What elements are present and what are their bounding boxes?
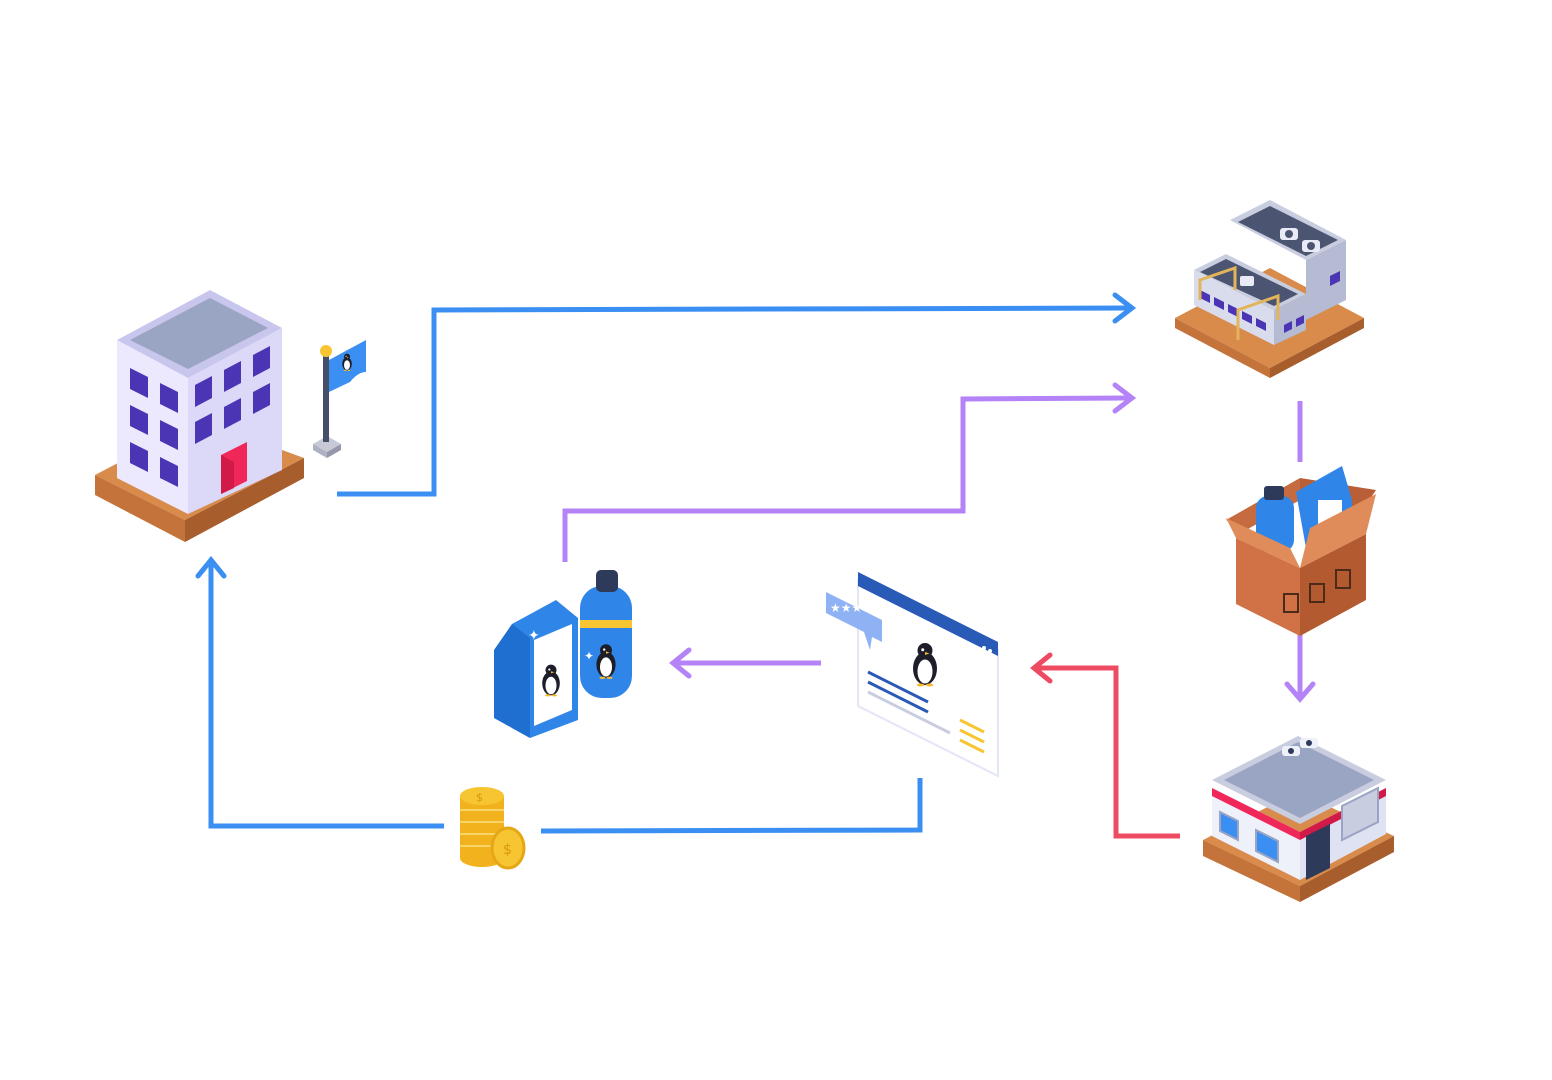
flow-store-to-webpage bbox=[1034, 665, 1180, 839]
penguin-products-icon: ✦ ✦ bbox=[494, 570, 632, 738]
flow-webpage-to-coins bbox=[540, 778, 923, 834]
office-building-icon bbox=[95, 290, 304, 542]
svg-text:$: $ bbox=[476, 791, 483, 804]
shipping-box-icon bbox=[1226, 466, 1376, 636]
svg-text:$: $ bbox=[503, 842, 512, 858]
arrowhead-factory-blue bbox=[1112, 292, 1137, 324]
coins-icon: $ $ bbox=[460, 787, 526, 870]
store-icon bbox=[1203, 736, 1394, 902]
arrowhead-products bbox=[669, 647, 692, 679]
factory-icon bbox=[1175, 200, 1364, 378]
arrowhead-factory-purple bbox=[1112, 382, 1137, 414]
arrowhead-webpage bbox=[1030, 652, 1053, 684]
flow-connectors bbox=[195, 292, 1316, 839]
arrowhead-hq bbox=[195, 556, 227, 579]
svg-text:✦: ✦ bbox=[584, 649, 594, 663]
svg-text:✦: ✦ bbox=[528, 628, 540, 644]
flow-products-to-factory bbox=[562, 395, 1131, 562]
svg-text:★★★★: ★★★★ bbox=[830, 601, 873, 615]
arrowhead-store bbox=[1284, 681, 1316, 703]
penguin-flag-icon bbox=[313, 340, 366, 458]
flow-coins-to-hq bbox=[208, 562, 444, 829]
flow-hq-to-factory bbox=[337, 305, 1131, 497]
web-page-review-icon: ★★★★ bbox=[826, 572, 999, 778]
